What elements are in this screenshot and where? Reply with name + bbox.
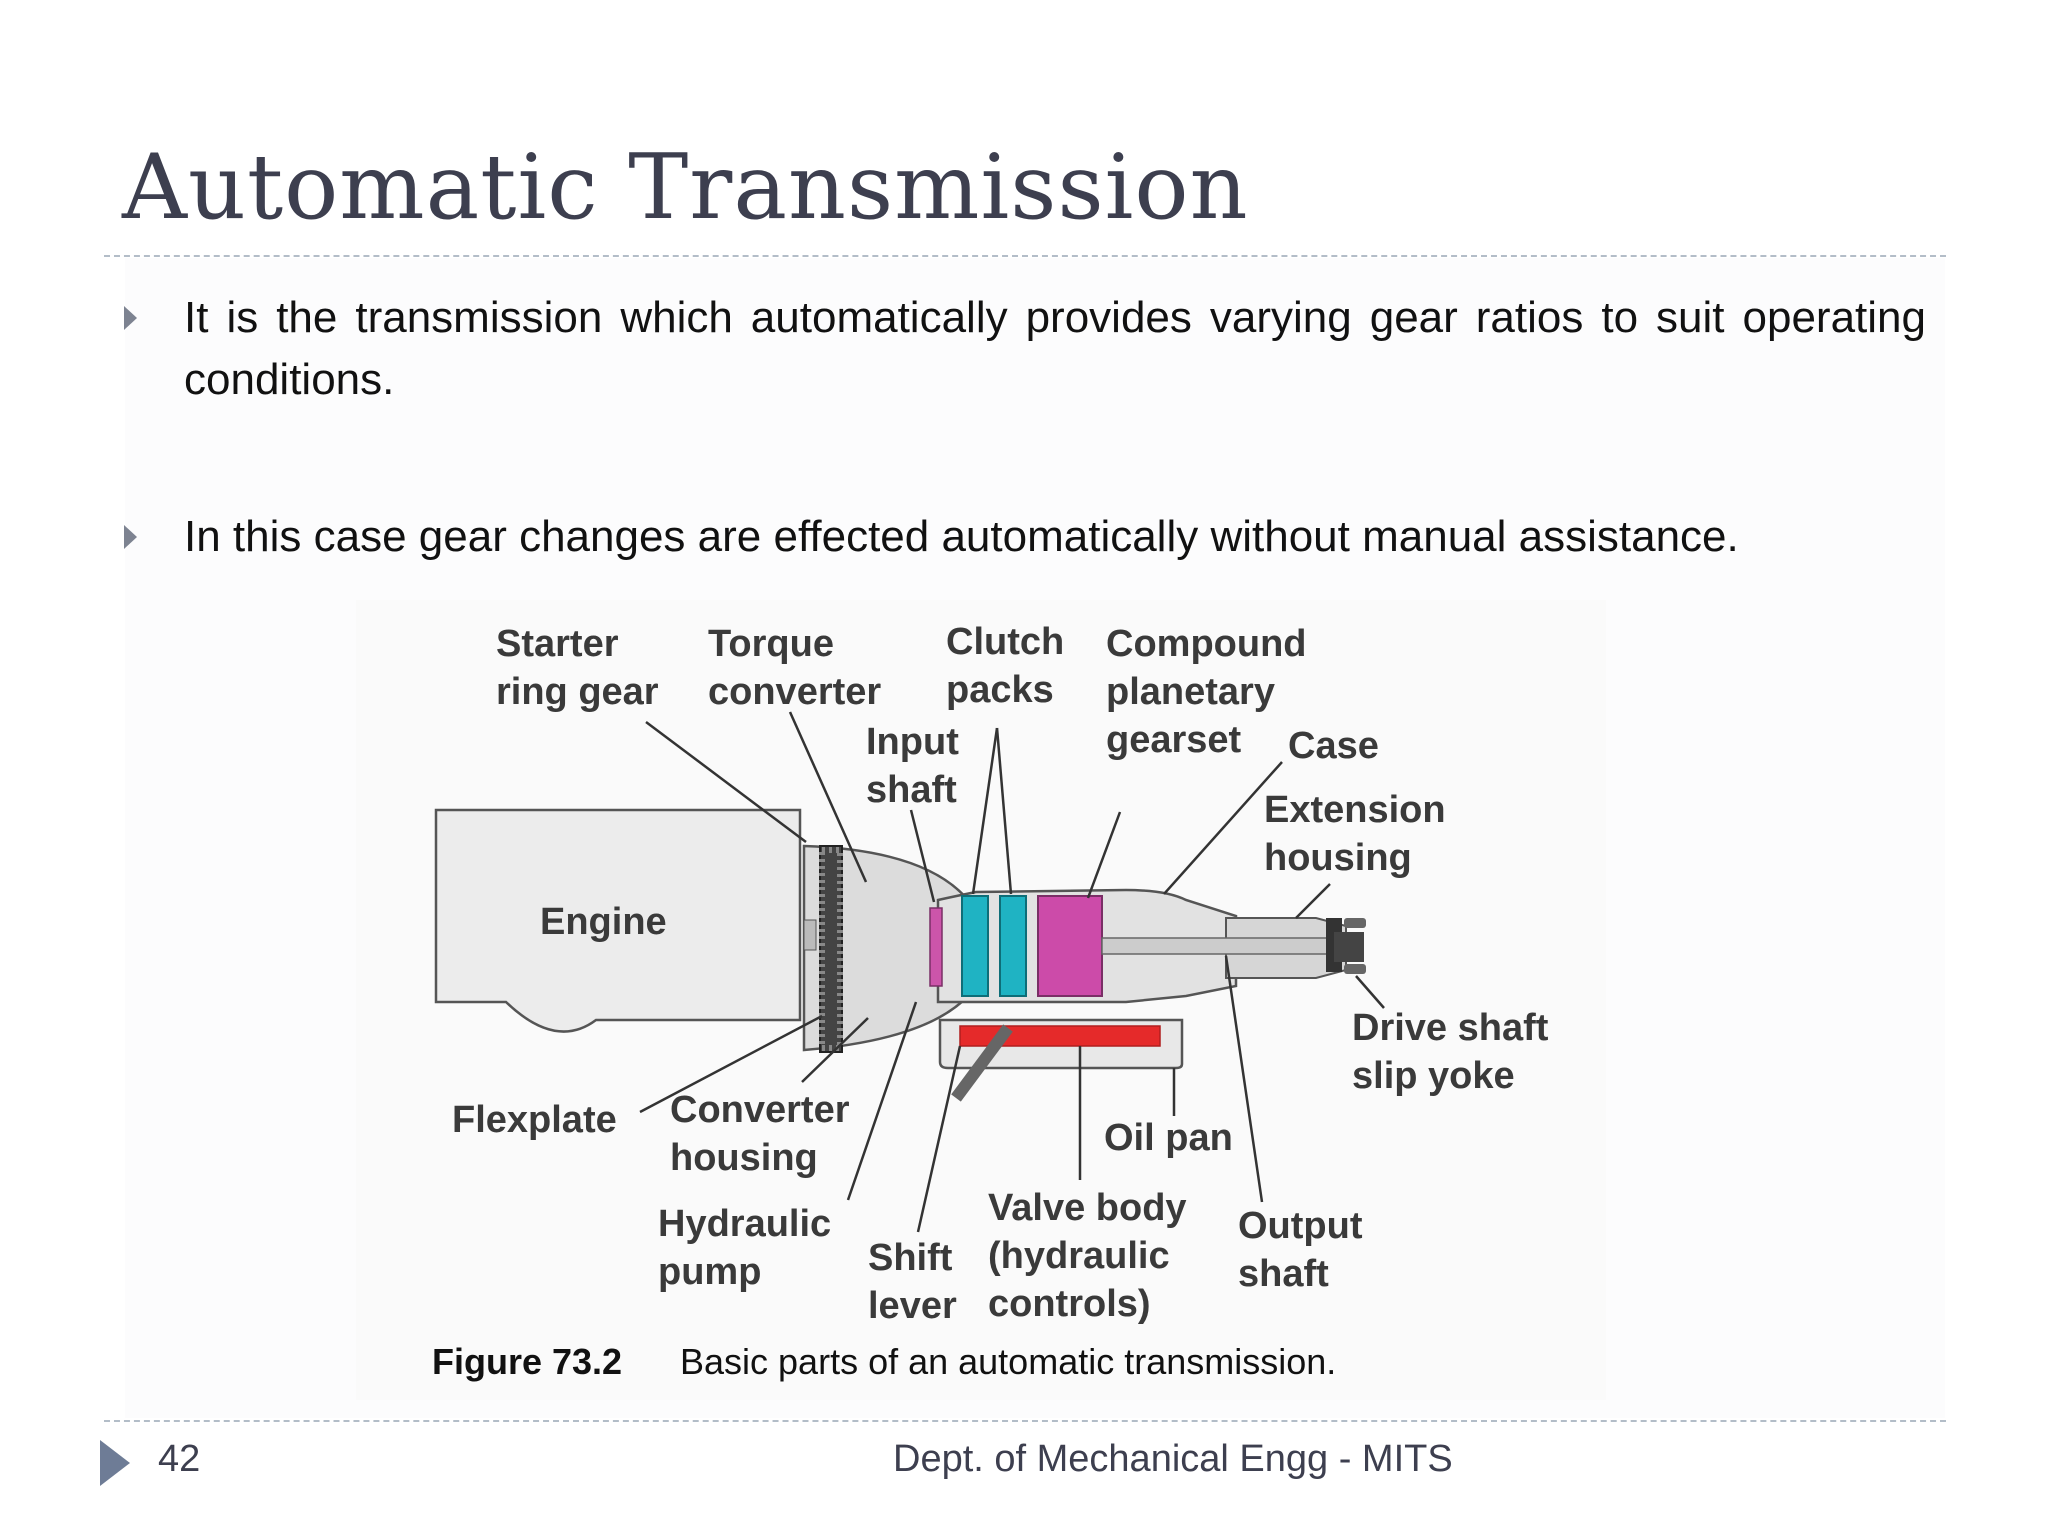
starter-ring-gear	[819, 845, 843, 1053]
label-clutch-line1: Clutch	[946, 621, 1064, 663]
label-output-line1: Output	[1238, 1205, 1363, 1247]
label-hydraulic-line1: Hydraulic	[658, 1203, 831, 1245]
title-divider	[104, 255, 1946, 257]
bullet-text-1: It is the transmission which automatical…	[184, 293, 1926, 404]
clutch-pack-1	[961, 895, 989, 997]
label-shift-line2: lever	[868, 1285, 957, 1327]
label-flexplate: Flexplate	[452, 1099, 617, 1141]
label-valve-line3: controls)	[988, 1283, 1151, 1325]
label-compound-line2: planetary	[1106, 671, 1275, 713]
label-starter-line2: ring gear	[496, 671, 659, 713]
label-drive-line2: slip yoke	[1352, 1055, 1515, 1097]
footer-divider	[104, 1420, 1946, 1422]
bullet-arrow-icon	[124, 306, 137, 330]
label-engine: Engine	[540, 901, 667, 943]
label-torque-line2: converter	[708, 671, 881, 713]
bullet-text-2: In this case gear changes are effected a…	[184, 512, 1739, 561]
label-extension-line1: Extension	[1264, 789, 1446, 831]
label-starter-line1: Starter	[496, 623, 619, 665]
figure-caption-number: Figure 73.2	[432, 1341, 622, 1382]
label-input-line1: Input	[866, 721, 959, 763]
label-input-line2: shaft	[866, 769, 957, 811]
label-oil-pan: Oil pan	[1104, 1117, 1233, 1159]
slide-title: Automatic Transmission	[122, 135, 1249, 240]
planetary-gearset	[1037, 895, 1103, 997]
label-drive-line1: Drive shaft	[1352, 1007, 1549, 1049]
label-valve-line2: (hydraulic	[988, 1235, 1170, 1277]
leader-lines	[639, 711, 1385, 1233]
label-hydraulic-line2: pump	[658, 1251, 761, 1293]
label-converter-housing-line2: housing	[670, 1137, 818, 1179]
label-valve-line1: Valve body	[988, 1187, 1187, 1229]
hydraulic-pump	[929, 907, 943, 987]
footer-department: Dept. of Mechanical Engg - MITS	[893, 1438, 1453, 1480]
shift-lever	[951, 1024, 1013, 1102]
label-converter-housing-line1: Converter	[670, 1089, 850, 1131]
bullet-arrow-icon	[124, 525, 137, 549]
clutch-pack-2	[999, 895, 1027, 997]
label-clutch-line2: packs	[946, 669, 1054, 711]
transmission-diagram: Starter ring gear Torque converter Clutc…	[356, 600, 1606, 1400]
label-torque-line1: Torque	[708, 623, 834, 665]
label-shift-line1: Shift	[868, 1237, 953, 1279]
page-number: 42	[158, 1438, 201, 1480]
label-case: Case	[1288, 725, 1379, 767]
label-compound-line1: Compound	[1106, 623, 1307, 665]
engine-block	[434, 808, 802, 1033]
figure-caption-text: Basic parts of an automatic transmission…	[680, 1341, 1336, 1382]
label-extension-line2: housing	[1264, 837, 1412, 879]
footer-arrow-icon	[100, 1440, 130, 1486]
output-shaft	[1101, 937, 1339, 955]
label-compound-line3: gearset	[1106, 719, 1242, 761]
label-output-line2: shaft	[1238, 1253, 1329, 1295]
diagram-svg: Starter ring gear Torque converter Clutc…	[432, 621, 1549, 1382]
